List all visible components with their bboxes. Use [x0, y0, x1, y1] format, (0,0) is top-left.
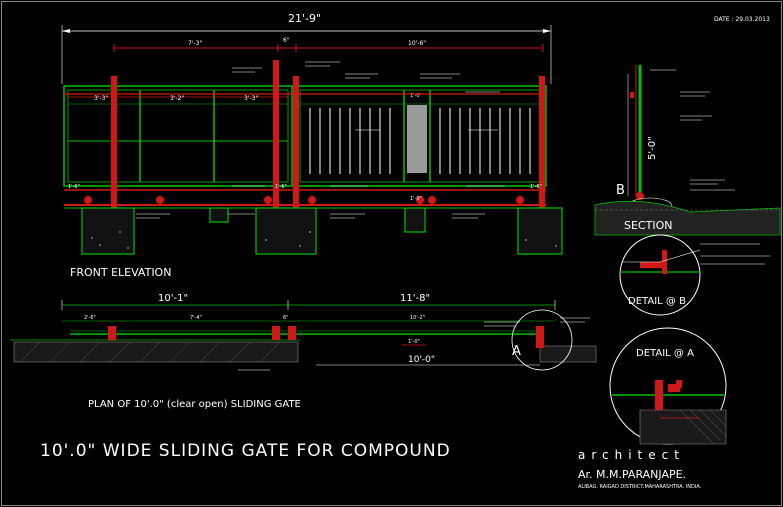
plan-right-dim: 11'-8"	[400, 293, 430, 304]
date-label: DATE : 29.03.2013	[714, 16, 770, 23]
plan-sub-1: 2'-6"	[84, 315, 96, 321]
detail-b-title: DETAIL @ B	[628, 296, 686, 307]
detail-a-title: DETAIL @ A	[636, 348, 694, 359]
plan-small-dim: 1'-0"	[408, 339, 420, 345]
section-view: 5'-0" B SECTION	[594, 65, 781, 236]
plan-sub-right: 10'-2"	[410, 315, 425, 321]
plan-marker: A	[512, 344, 521, 359]
edge-dim-3: 1'-6"	[530, 184, 542, 190]
detail-b: DETAIL @ B	[619, 234, 770, 316]
architect-address: ALIBAG. RAIGAD DISTRICT.MAHARASHTRA. IND…	[578, 484, 702, 490]
bottom-dim: 1'-0"	[410, 196, 422, 202]
plan-sub-2: 7'-4"	[190, 315, 202, 321]
panel-dim-1: 3'-3"	[94, 95, 108, 102]
overall-dim: 21'-9"	[288, 12, 321, 25]
plan-clear-dim: 10'-0"	[408, 355, 435, 365]
section-title: SECTION	[624, 219, 672, 232]
section-marker: B	[616, 183, 625, 198]
edge-dim-2: 1'-6"	[275, 184, 287, 190]
panel-dim-3: 3'-3"	[244, 95, 258, 102]
section-height-dim: 5'-0"	[647, 136, 658, 160]
mid-dim: 6"	[283, 37, 290, 44]
right-dim: 10'-6"	[408, 40, 426, 47]
architect-block: architect Ar. M.M.PARANJAPE. ALIBAG. RAI…	[578, 448, 702, 490]
architect-label: architect	[578, 448, 685, 462]
front-elevation-title: FRONT ELEVATION	[70, 266, 171, 279]
plan-sub-mid: 6"	[283, 315, 288, 321]
panel-dim-2: 3'-2"	[170, 95, 184, 102]
plan-left-dim: 10'-1"	[158, 293, 188, 304]
plan-view: 10'-1" 11'-8" 2'-6" 7'-4" 6" 10'-2" 1'-	[10, 293, 597, 410]
left-dim: 7'-3"	[188, 40, 202, 47]
plan-title: PLAN OF 10'.0" (clear open) SLIDING GATE	[88, 399, 301, 410]
gap-dim: 1'-0"	[410, 93, 422, 99]
edge-dim-1: 1'-6"	[68, 184, 80, 190]
architect-name: Ar. M.M.PARANJAPE.	[578, 468, 686, 481]
detail-a: DETAIL @ A	[609, 327, 727, 445]
drawing-title: 10'.0" WIDE SLIDING GATE FOR COMPOUND	[40, 441, 451, 461]
front-elevation: 21'-9" 7'-3" 6" 10'-6"	[61, 12, 563, 279]
